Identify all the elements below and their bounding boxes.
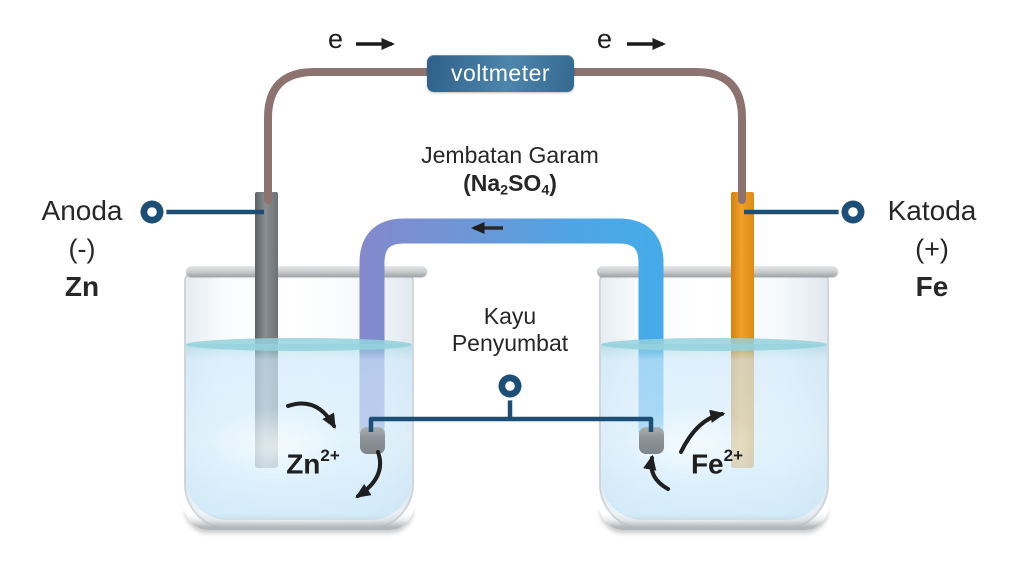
electron-label-left: e xyxy=(328,24,344,54)
anode-label: Anoda (-) Zn xyxy=(12,192,152,306)
beaker-base-left xyxy=(184,505,414,530)
salt-bridge-title: Jembatan Garam xyxy=(421,142,599,168)
anode-element: Zn xyxy=(64,271,100,302)
anode-sign: (-) xyxy=(68,234,96,264)
cathode-label: Katoda (+) Fe xyxy=(862,192,1002,306)
iron-ion-label: Fe2+ xyxy=(690,446,744,480)
salt-bridge-formula: (Na2SO4) xyxy=(463,170,557,199)
beaker-base-right xyxy=(599,505,829,530)
lid-rod-left xyxy=(186,266,427,277)
stopper-label: Kayu Penyumbat xyxy=(400,303,620,357)
voltmeter-label: voltmeter xyxy=(450,60,551,86)
callout-marker-stopper-icon xyxy=(495,371,525,401)
solution-right xyxy=(601,344,827,520)
stopper-plug-right xyxy=(639,427,664,454)
cathode-sign: (+) xyxy=(915,234,949,264)
lid-rod-right xyxy=(597,266,838,277)
solution-surface-right xyxy=(601,338,827,351)
stopper-label-line1: Kayu xyxy=(483,303,537,329)
electron-label-right: e xyxy=(597,24,613,54)
stopper-label-line2: Penyumbat xyxy=(451,330,569,356)
anode-name: Anoda xyxy=(41,195,123,226)
zinc-ion-label: Zn2+ xyxy=(286,446,340,480)
voltmeter-box: voltmeter xyxy=(427,55,574,92)
cathode-element: Fe xyxy=(915,271,949,302)
cathode-name: Katoda xyxy=(887,195,977,226)
solution-surface-left xyxy=(186,338,412,351)
salt-bridge-label: Jembatan Garam (Na2SO4) xyxy=(360,141,660,205)
